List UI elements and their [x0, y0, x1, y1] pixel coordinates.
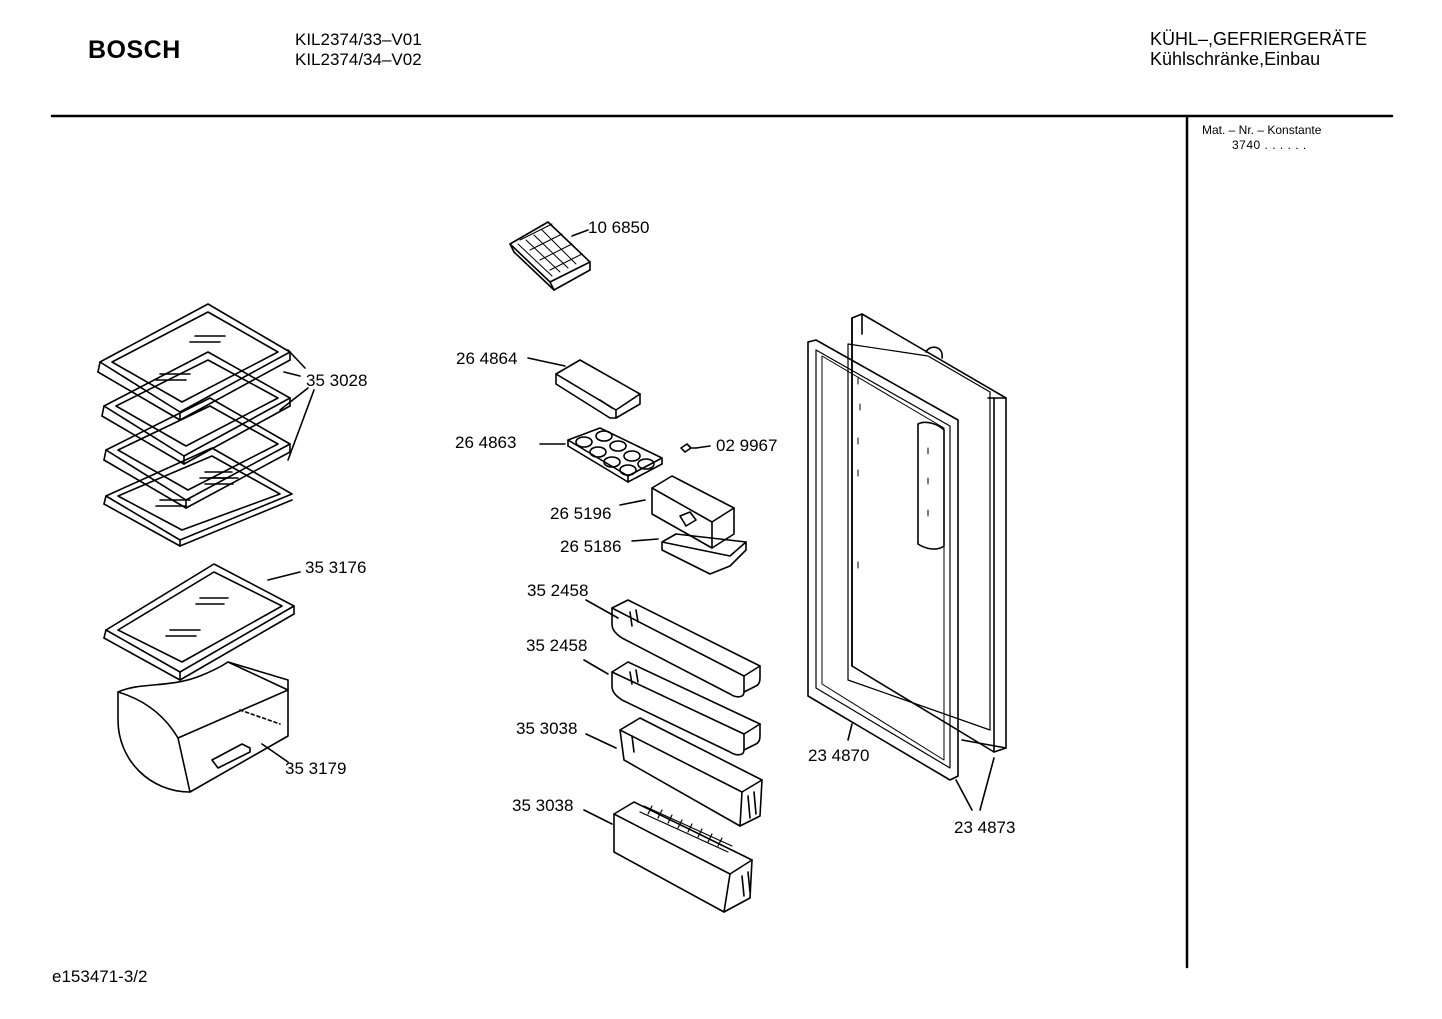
mat-number-label: Mat. – Nr. – Konstante: [1202, 123, 1322, 137]
model-number-1: KIL2374/33–V01: [295, 30, 422, 49]
part-number-screw: 02 9967: [716, 436, 777, 455]
document-id: e153471-3/2: [52, 967, 148, 986]
part-number-glass-shelf-single: 35 3176: [305, 558, 366, 577]
model-number-2: KIL2374/34–V02: [295, 50, 422, 69]
glass-shelf-single-drawing: [103, 563, 301, 681]
part-number-door-rack-1: 35 2458: [527, 581, 588, 600]
category-subtitle: Kühlschränke,Einbau: [1150, 49, 1321, 69]
part-number-ice-tray: 10 6850: [588, 218, 649, 237]
part-number-door-inner: 23 4873: [954, 818, 1015, 837]
door-rack-3-drawing: [585, 717, 763, 827]
glass-shelf-2: [101, 351, 291, 465]
part-number-door-rack-4: 35 3038: [512, 796, 573, 815]
part-number-glass-shelf-set: 35 3028: [306, 371, 367, 390]
door-rack-1-drawing: [585, 599, 761, 698]
glass-shelf-set-leaders: [279, 349, 315, 461]
egg-tray-drawing: [539, 427, 663, 483]
part-number-egg-tray: 26 4863: [455, 433, 516, 452]
glass-shelf-set-drawing: [97, 303, 315, 547]
door-rack-2-drawing: [583, 659, 761, 756]
mat-number-value: 3740 . . . . . .: [1232, 138, 1307, 152]
part-number-door-rack-3: 35 3038: [516, 719, 577, 738]
part-number-door-rack-2: 35 2458: [526, 636, 587, 655]
vegetable-drawer-drawing: [117, 661, 289, 793]
glass-shelf-1: [97, 303, 291, 421]
category-title: KÜHL–,GEFRIERGERÄTE: [1150, 29, 1368, 49]
dairy-base-drawing: [631, 533, 747, 575]
door-inner-drawing: [847, 313, 1007, 753]
door-gasket-drawing: [807, 339, 995, 811]
glass-shelf-4: [103, 447, 293, 547]
butter-lid-drawing: [527, 357, 641, 419]
ice-tray-drawing: [509, 221, 591, 291]
dairy-lid-drawing: [619, 475, 735, 549]
door-rack-4-drawing: [583, 801, 753, 913]
screw-drawing: [680, 443, 711, 453]
part-number-door-gasket: 23 4870: [808, 746, 869, 765]
part-number-dairy-lid: 26 5196: [550, 504, 611, 523]
part-number-vegetable-drawer: 35 3179: [285, 759, 346, 778]
part-number-dairy-base: 26 5186: [560, 537, 621, 556]
part-number-butter-lid: 26 4864: [456, 349, 517, 368]
brand-logo: BOSCH: [88, 36, 181, 64]
